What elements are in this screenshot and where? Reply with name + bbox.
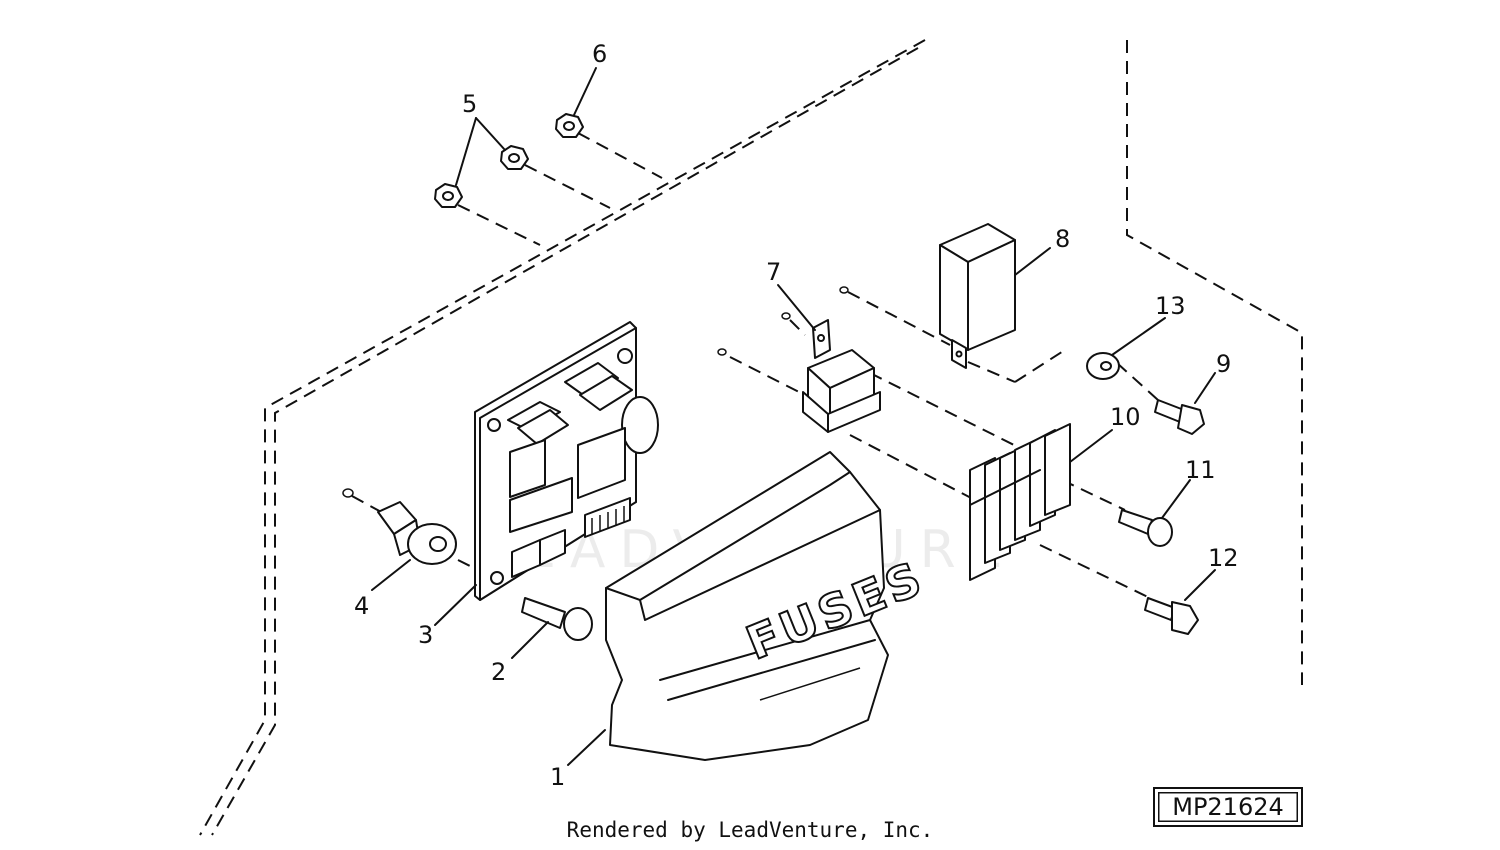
- part-3-circuit-board: [474, 321, 659, 601]
- callout-7: 7: [766, 258, 781, 286]
- part-10-heat-sink: [969, 423, 1071, 581]
- part-9-bolt: [1154, 399, 1205, 435]
- part-5-nut-lower: [434, 183, 463, 208]
- callout-6: 6: [592, 40, 607, 68]
- small-washers: [342, 286, 849, 498]
- assembly-lines: [351, 132, 1159, 599]
- callout-12: 12: [1208, 544, 1239, 572]
- part-11-screw: [1118, 509, 1173, 547]
- callout-9: 9: [1216, 350, 1231, 378]
- part-7-relay: [802, 319, 881, 433]
- callout-4: 4: [354, 592, 369, 620]
- callout-11: 11: [1185, 456, 1216, 484]
- panel-outline-right: [1126, 40, 1303, 685]
- part-13-washer: [1086, 352, 1120, 380]
- callout-5: 5: [462, 90, 477, 118]
- credit-text: Rendered by LeadVenture, Inc.: [566, 818, 934, 842]
- callout-3: 3: [418, 621, 433, 649]
- callout-1: 1: [550, 763, 565, 791]
- callout-13: 13: [1155, 292, 1186, 320]
- part-4-bulb-socket: [377, 501, 457, 565]
- leader-lines: [371, 67, 1216, 766]
- callout-8: 8: [1055, 225, 1070, 253]
- callout-labels: 1 2 3 4 5 6 7 8 9 10 11 12 13: [354, 40, 1239, 791]
- part-5-nut-upper: [500, 145, 529, 170]
- panel-outline-left: [199, 39, 926, 836]
- part-1-fuse-cover: FUSES: [605, 451, 933, 761]
- figure-id-label: MP21624: [1153, 787, 1303, 827]
- part-12-bolt: [1144, 597, 1199, 635]
- callout-10: 10: [1110, 403, 1141, 431]
- part-8-module: [939, 223, 1016, 369]
- part-6-nut: [555, 113, 584, 138]
- part-2-screw: [521, 597, 593, 641]
- callout-2: 2: [491, 658, 506, 686]
